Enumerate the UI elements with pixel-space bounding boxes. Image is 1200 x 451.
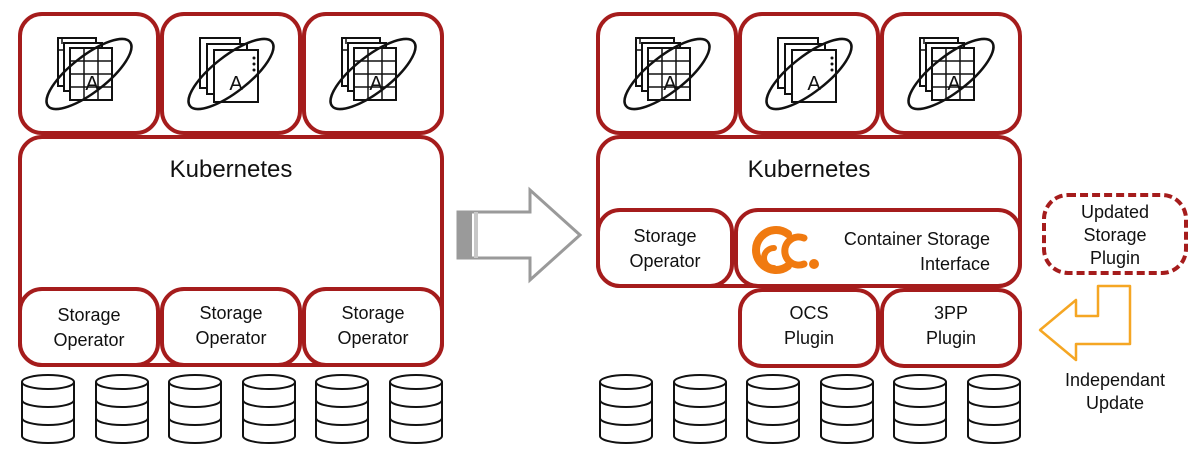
- updated-storage-plugin-box: [1042, 193, 1188, 275]
- updated-storage-plugin-label: Updated Storage Plugin: [1080, 202, 1150, 268]
- csi-logo-icon: [752, 226, 819, 274]
- grid-app-icon: [612, 28, 722, 120]
- kubernetes-label: Kubernetes: [169, 156, 293, 183]
- kubernetes-label: Kubernetes: [747, 156, 871, 183]
- ocs-plugin-label: OCS Plugin: [783, 303, 835, 348]
- disk-icon: [387, 372, 445, 446]
- 3pp-plugin-label: 3PP Plugin: [925, 303, 977, 348]
- disk-icon: [240, 372, 298, 446]
- right-arrow-icon: [456, 186, 583, 284]
- storage-operator-label: Storage Operator: [337, 303, 409, 348]
- disk-icon: [597, 372, 655, 446]
- storage-operator-box-3: [302, 287, 444, 367]
- storage-operator-box: [596, 208, 734, 288]
- grid-app-icon: [896, 28, 1006, 120]
- storage-operator-label: Storage Operator: [195, 303, 267, 348]
- disk-icon: [671, 372, 729, 446]
- disk-icon: [965, 372, 1023, 446]
- update-arrow-icon: [1038, 284, 1132, 362]
- disk-icon: [313, 372, 371, 446]
- disk-icon: [93, 372, 151, 446]
- grid-app-icon: [34, 28, 144, 120]
- storage-operator-box-2: [160, 287, 302, 367]
- disk-icon: [19, 372, 77, 446]
- storage-operator-label: Storage Operator: [629, 226, 701, 271]
- storage-operator-box-1: [18, 287, 160, 367]
- independent-update-label: Independant Update: [1064, 370, 1166, 413]
- disk-icon: [891, 372, 949, 446]
- storage-operator-label: Storage Operator: [53, 305, 125, 350]
- stack-app-icon: [754, 28, 864, 120]
- app-box-1: [18, 12, 160, 135]
- 3pp-plugin-box: [880, 288, 1022, 368]
- disk-icon: [818, 372, 876, 446]
- ocs-plugin-box: [738, 288, 880, 368]
- disk-icon: [166, 372, 224, 446]
- grid-app-icon: [318, 28, 428, 120]
- stack-app-icon: [176, 28, 286, 120]
- csi-label: Container Storage Interface: [843, 229, 990, 274]
- disk-icon: [744, 372, 802, 446]
